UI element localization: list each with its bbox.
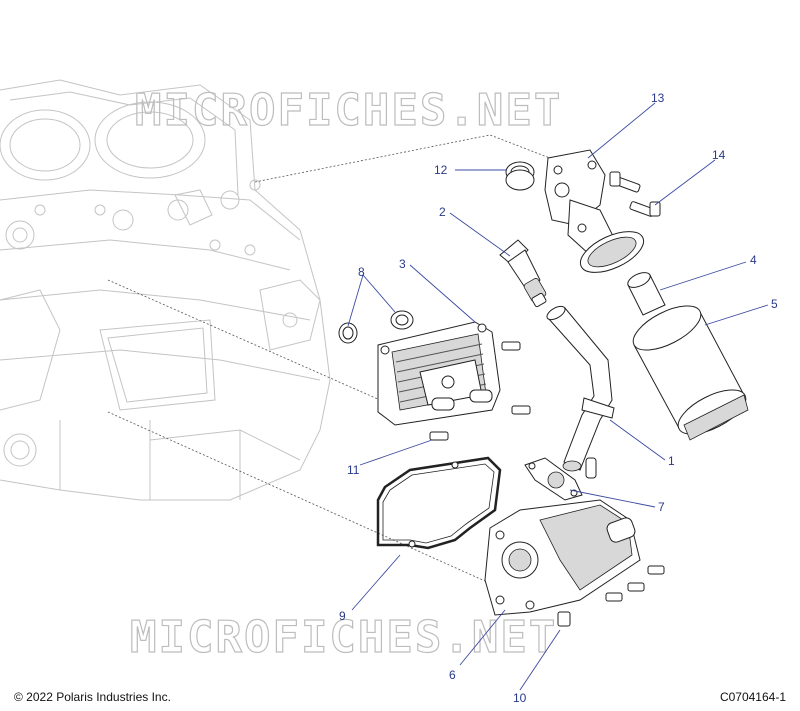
o-ring-part [338,310,414,344]
leader-lines [347,102,769,691]
callout-3: 3 [399,257,406,271]
filter-housing-part [484,499,665,627]
callout-5: 5 [771,297,778,311]
adapter-part [544,149,645,273]
callout-6: 6 [449,668,456,682]
large-gasket-part [376,456,502,550]
nipple-part [627,272,666,316]
callout-7: 7 [658,500,665,514]
callout-14: 14 [712,148,726,162]
callout-11: 11 [347,463,360,477]
callout-12: 12 [434,163,448,177]
drawing-id: C0704164-1 [719,690,786,704]
callout-1: 1 [668,454,675,468]
callout-2: 2 [439,205,446,219]
copyright-text: © 2022 Polaris Industries Inc. [14,690,171,704]
callout-8: 8 [358,265,365,279]
callout-9: 9 [339,609,346,623]
callout-10: 10 [513,691,527,705]
bolt-14-part [609,171,661,217]
callout-13: 13 [651,91,665,105]
callout-4: 4 [750,253,757,267]
sensor-part [499,239,547,308]
callouts: 1 2 3 4 5 6 7 8 9 10 11 12 13 14 [339,91,778,705]
assembly-lines [107,134,556,591]
engine-block [0,79,331,501]
oil-cooler-part [377,321,531,441]
watermark-bottom: MICROFICHES.NET [130,612,557,663]
watermark-top: MICROFICHES.NET [135,85,562,136]
oil-filter-part [632,305,749,441]
seal-ring-part [505,161,535,191]
gasket-part [524,457,597,501]
pipe-part [546,305,615,472]
